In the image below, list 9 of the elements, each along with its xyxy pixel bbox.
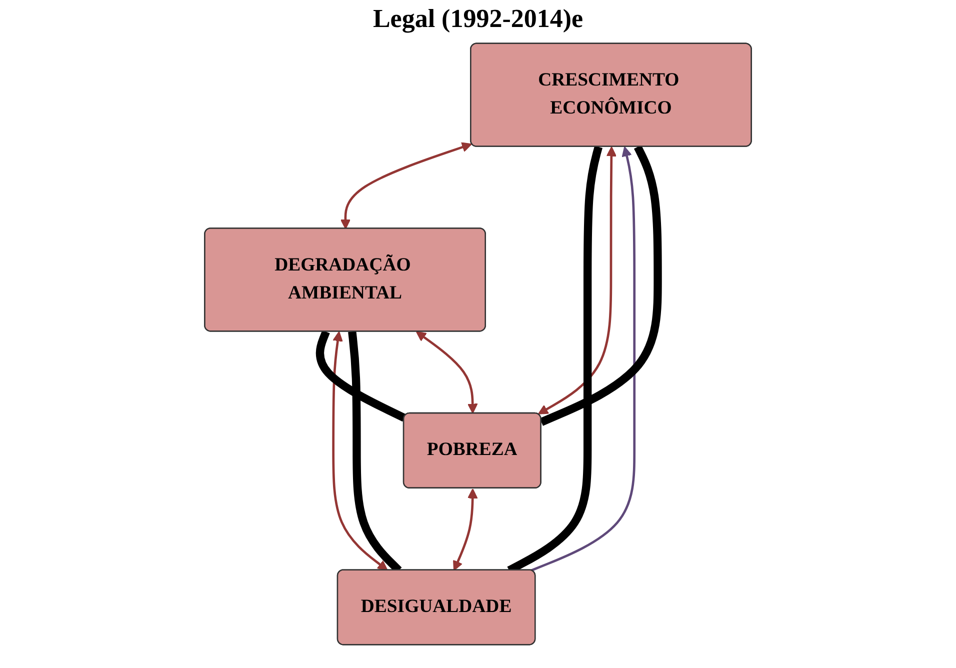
connector	[540, 145, 662, 426]
arrow	[340, 142, 472, 230]
arrow	[453, 488, 478, 571]
diagram-title: Legal (1992-2014)e	[372, 4, 584, 34]
connector	[316, 330, 406, 422]
arrow	[416, 331, 478, 414]
arrow	[530, 146, 636, 572]
arrow	[332, 331, 388, 571]
arrow	[538, 146, 617, 414]
